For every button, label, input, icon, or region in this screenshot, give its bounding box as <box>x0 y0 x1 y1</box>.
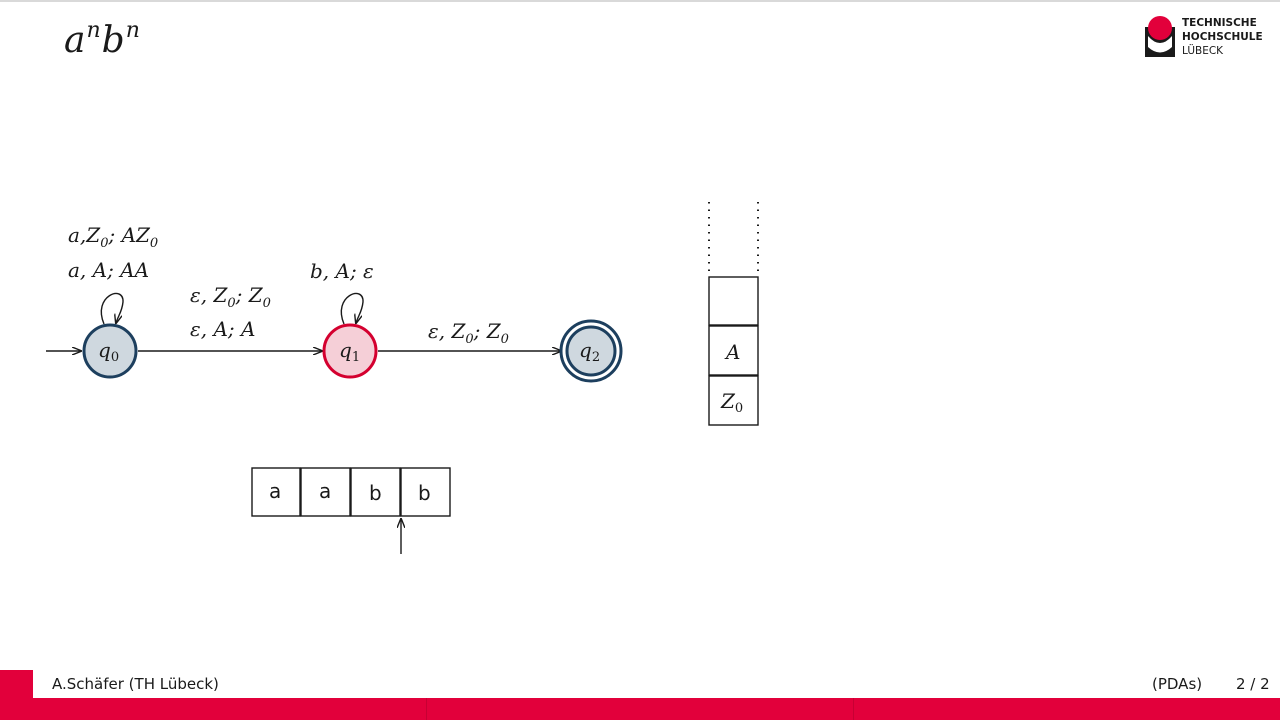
loop-q1-arrow <box>340 292 364 324</box>
state-q2-label: q2 <box>579 338 600 365</box>
title-exp-n2: n <box>125 18 141 43</box>
tape-cell-4 <box>400 467 451 517</box>
footer-bar-separator <box>426 698 427 720</box>
edge-q0-q1-label-2: ε, A; A <box>190 317 255 341</box>
tape-cell-4-label: b <box>418 481 431 505</box>
state-q1-circle <box>322 323 378 379</box>
state-q0-label: q0 <box>98 338 119 365</box>
tape-cell-1-label: a <box>269 479 281 503</box>
footer-red-block <box>0 670 33 698</box>
state-q2: q2 <box>559 319 623 383</box>
logo-emblem-circle <box>1148 16 1172 40</box>
logo-line-1: TECHNISCHE <box>1182 17 1257 29</box>
title-exp-n: n <box>86 18 102 43</box>
footer-bar-separator <box>853 698 854 720</box>
state-q0-circle <box>82 323 138 379</box>
stack-cell-z0-label: Z0 <box>720 389 743 416</box>
tape-cell-3 <box>350 467 401 517</box>
loop-q0-label-2: a, A; AA <box>68 258 149 282</box>
state-q0: q0 <box>82 323 138 379</box>
loop-q0-arrow <box>100 292 124 324</box>
edge-q1-q2-label: ε, Z0; Z0 <box>428 319 509 347</box>
slide-title: anbn <box>64 18 141 61</box>
slide-footer: A.Schäfer (TH Lübeck) (PDAs) 2 / 2 <box>0 670 1280 720</box>
logo-emblem-swoosh <box>1148 36 1172 53</box>
footer-author: A.Schäfer (TH Lübeck) <box>52 675 219 693</box>
stack-cell-z0 <box>708 375 759 426</box>
title-base-a: a <box>64 20 87 61</box>
footer-red-bar <box>0 698 1280 720</box>
logo-line-2: HOCHSCHULE <box>1182 31 1263 43</box>
logo-text: TECHNISCHE HOCHSCHULE LÜBECK <box>1182 16 1263 58</box>
tape-cell-1 <box>251 467 301 517</box>
tape-cell-2 <box>300 467 351 517</box>
stack-cell-a-label: A <box>724 340 740 364</box>
loop-q0-label-1: a,Z0; AZ0 <box>68 223 158 251</box>
stack: A Z0 <box>708 202 759 426</box>
edge-q0-q1-label-1: ε, Z0; Z0 <box>190 283 271 311</box>
footer-section: (PDAs) <box>1152 675 1203 693</box>
state-q1-label: q1 <box>339 338 360 365</box>
tape-cell-2-label: a <box>319 479 331 503</box>
input-tape: a a b b <box>251 467 451 554</box>
stack-cell-a <box>708 325 759 376</box>
top-rule <box>0 0 1280 2</box>
logo-line-3: LÜBECK <box>1182 45 1224 57</box>
state-q1: q1 <box>322 323 378 379</box>
tape-cell-3-label: b <box>369 481 382 505</box>
footer-page-number: 2 / 2 <box>1236 675 1270 693</box>
stack-cell-empty <box>708 276 759 326</box>
state-q2-circle <box>565 325 617 377</box>
loop-q1-label: b, A; ε <box>310 259 374 283</box>
title-base-b: b <box>101 20 126 61</box>
th-luebeck-logo: TECHNISCHE HOCHSCHULE LÜBECK <box>1144 14 1274 60</box>
logo-emblem-icon <box>1145 16 1175 57</box>
